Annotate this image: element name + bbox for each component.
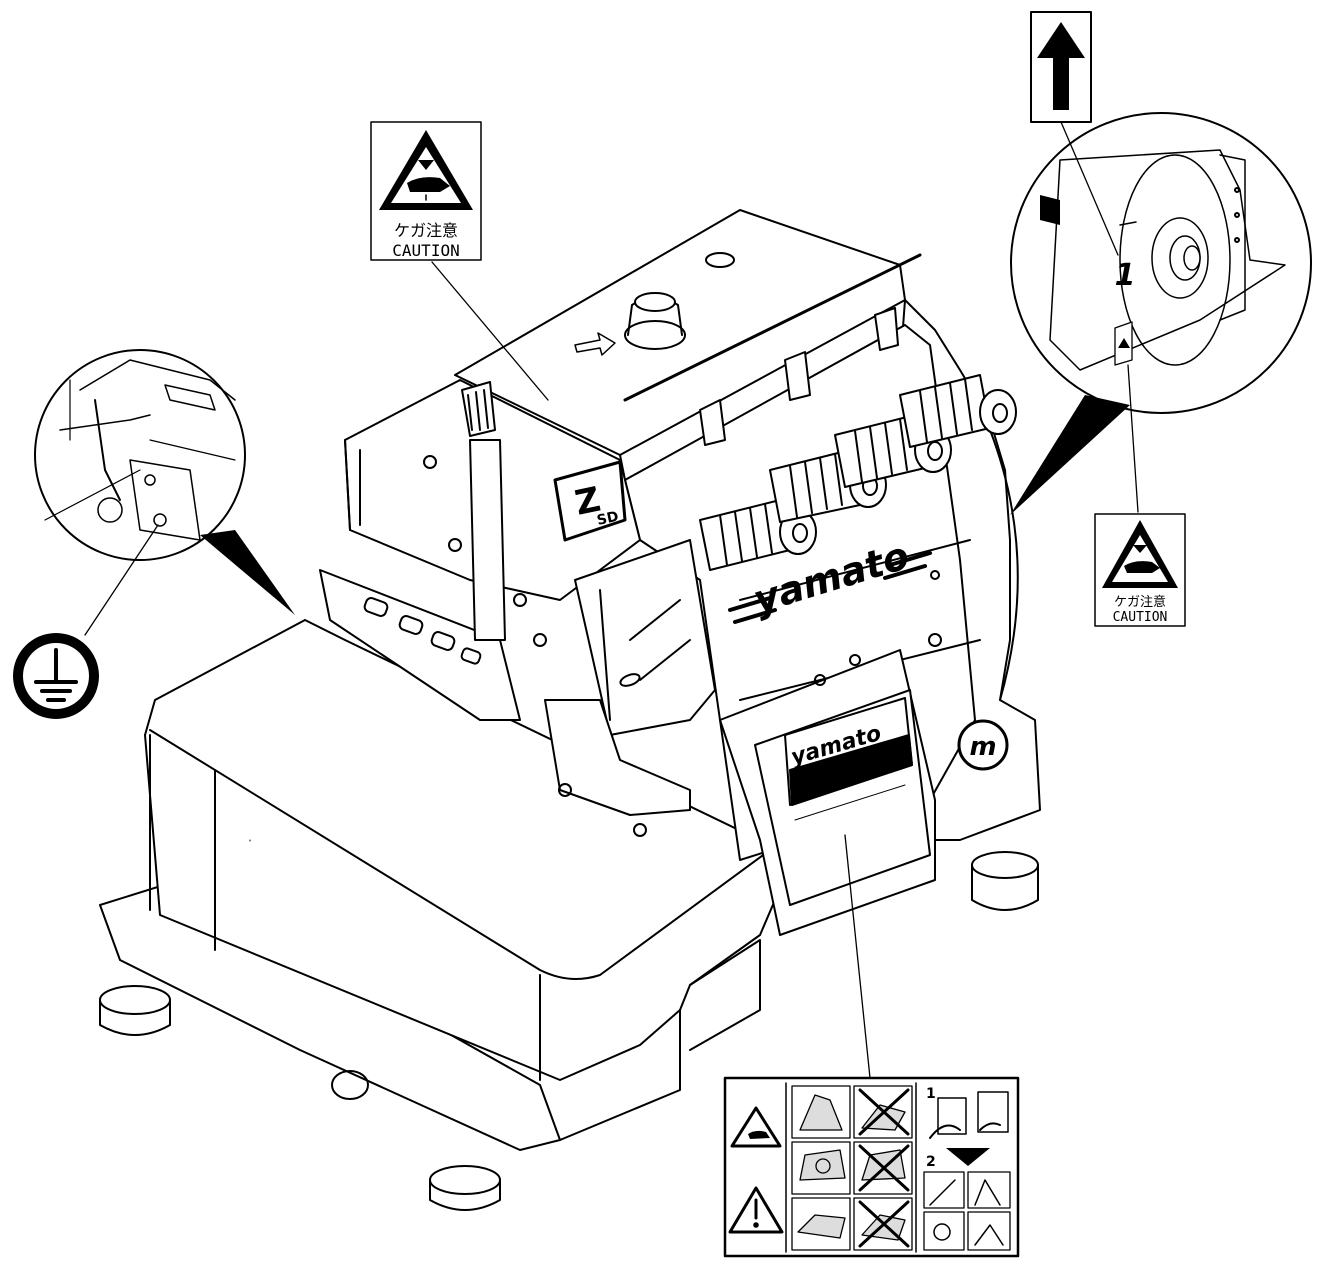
caution-top-jp: ケガ注意 <box>394 221 458 240</box>
tension-knobs <box>699 374 1017 571</box>
pulley-mark: 1 <box>1115 258 1136 293</box>
hand-pinch-hazard-icon <box>1124 545 1160 573</box>
caution-right-en: CAUTION <box>1113 610 1168 625</box>
instruction-step-2: 2 <box>926 1154 936 1170</box>
hand-pinch-hazard-icon <box>407 160 450 201</box>
warning-triangle-icon <box>728 1186 784 1234</box>
pulley-detail-callout: 1 <box>1010 11 1312 515</box>
caution-label-right: ケガ注意 CAUTION <box>1094 513 1186 627</box>
hand-pinch-hazard-icon <box>730 1106 782 1148</box>
model-badge-sd: SD <box>596 509 621 529</box>
instruction-label: 1 2 <box>723 834 1020 1258</box>
ground-symbol-icon <box>13 633 99 719</box>
work-table <box>144 619 776 1141</box>
emblem: m <box>957 719 1009 771</box>
caution-label-top: ケガ注意 CAUTION <box>370 121 549 401</box>
ground-detail-callout <box>34 349 295 636</box>
instruction-step-1: 1 <box>926 1086 936 1102</box>
model-badge: Z SD <box>553 460 627 542</box>
caution-right-jp: ケガ注意 <box>1114 594 1166 610</box>
arrow-up-icon <box>1037 22 1085 110</box>
caution-top-en: CAUTION <box>392 241 459 260</box>
name-plate: yamato <box>784 697 913 821</box>
svg-text:m: m <box>969 732 996 762</box>
